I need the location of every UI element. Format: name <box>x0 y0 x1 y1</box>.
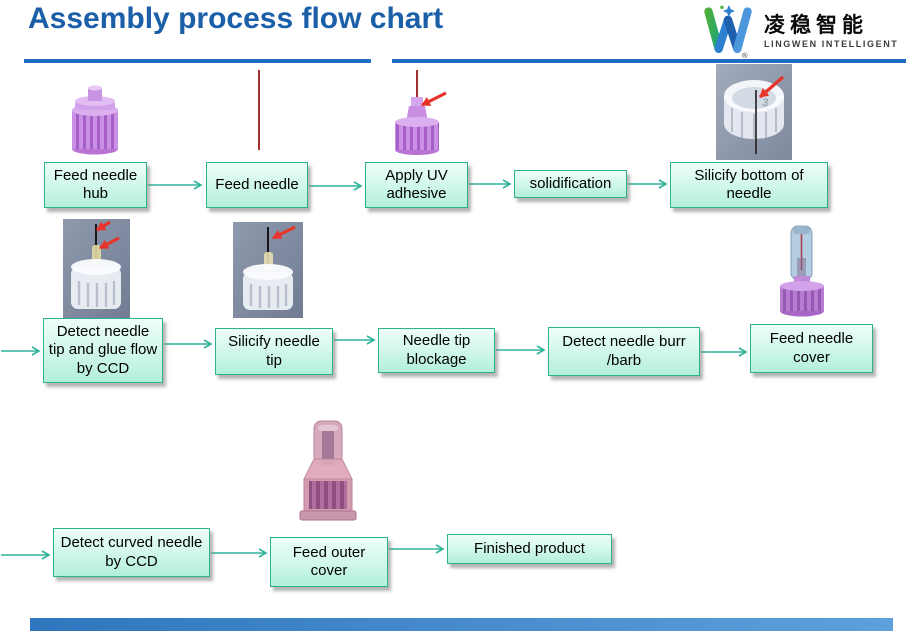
flow-step-label: Silicify bottom of needle <box>694 166 804 202</box>
flow-step-finished-product: Finished product <box>447 534 612 564</box>
flow-step-detect-burr-barb: Detect needle burr /barb <box>548 327 700 376</box>
pointer-arrow <box>758 75 785 99</box>
flow-step-label: Detect needle burr /barb <box>562 333 686 369</box>
needle-cover-render <box>772 224 832 324</box>
flow-step-label: Feed needle hub <box>53 166 138 202</box>
flow-step-feed-needle: Feed needle <box>206 162 308 208</box>
flow-step-label: Detect curved needle by CCD <box>60 534 203 570</box>
flow-step-label: Detect needle tip and glue flow by CCD <box>48 323 158 377</box>
logo-w-icon: ® <box>704 5 752 59</box>
flow-step-label: Finished product <box>474 539 585 557</box>
silicify-bottom-photo: 3 <box>716 64 792 165</box>
flow-step-feed-outer-cover: Feed outer cover <box>270 537 388 587</box>
footer-accent-bar <box>30 618 893 631</box>
pointer-arrow <box>421 91 447 107</box>
needle-tip-photo <box>233 222 303 323</box>
flow-step-label: Needle tip blockage <box>402 332 471 368</box>
page-title: Assembly process flow chart <box>28 2 444 35</box>
flow-step-detect-curved-ccd: Detect curved needle by CCD <box>53 528 210 577</box>
flow-step-tip-blockage: Needle tip blockage <box>378 328 495 373</box>
logo-name-en: LINGWEN INTELLIGENT <box>764 38 899 49</box>
flow-step-label: Silicify needle tip <box>228 333 320 369</box>
flow-step-silicify-tip: Silicify needle tip <box>215 328 333 375</box>
uv-adhesive-render <box>378 66 464 163</box>
flow-step-label: Feed needle cover <box>769 330 854 366</box>
outer-cover-render <box>296 419 360 530</box>
flow-step-solidification: solidification <box>514 170 627 198</box>
pointer-arrow <box>96 220 111 232</box>
flow-step-label: Apply UV adhesive <box>385 166 448 202</box>
registered-mark: ® <box>742 51 748 59</box>
photo-mark: 3 <box>762 97 769 109</box>
pointer-arrow <box>99 236 120 250</box>
ccd-glue-photo <box>63 219 130 324</box>
flow-step-detect-tip-glue-ccd: Detect needle tip and glue flow by CCD <box>43 318 163 383</box>
flow-step-apply-uv-adhesive: Apply UV adhesive <box>365 162 468 208</box>
title-underline-notch <box>371 57 392 66</box>
company-logo: ® 凌稳智能 LINGWEN INTELLIGENT <box>700 5 898 59</box>
title-underline <box>24 59 906 63</box>
logo-text: 凌稳智能 LINGWEN INTELLIGENT <box>764 13 899 49</box>
flow-step-label: Feed outer cover <box>292 543 366 579</box>
flow-step-feed-needle-hub: Feed needle hub <box>44 162 147 208</box>
flow-step-silicify-bottom: Silicify bottom of needle <box>670 162 828 208</box>
needle-hub-render <box>58 84 132 161</box>
pointer-arrow <box>272 225 296 240</box>
flow-step-feed-needle-cover: Feed needle cover <box>750 324 873 373</box>
logo-name-cn: 凌稳智能 <box>764 13 868 37</box>
flow-step-label: Feed needle <box>215 175 299 193</box>
flow-step-label: solidification <box>529 174 612 192</box>
